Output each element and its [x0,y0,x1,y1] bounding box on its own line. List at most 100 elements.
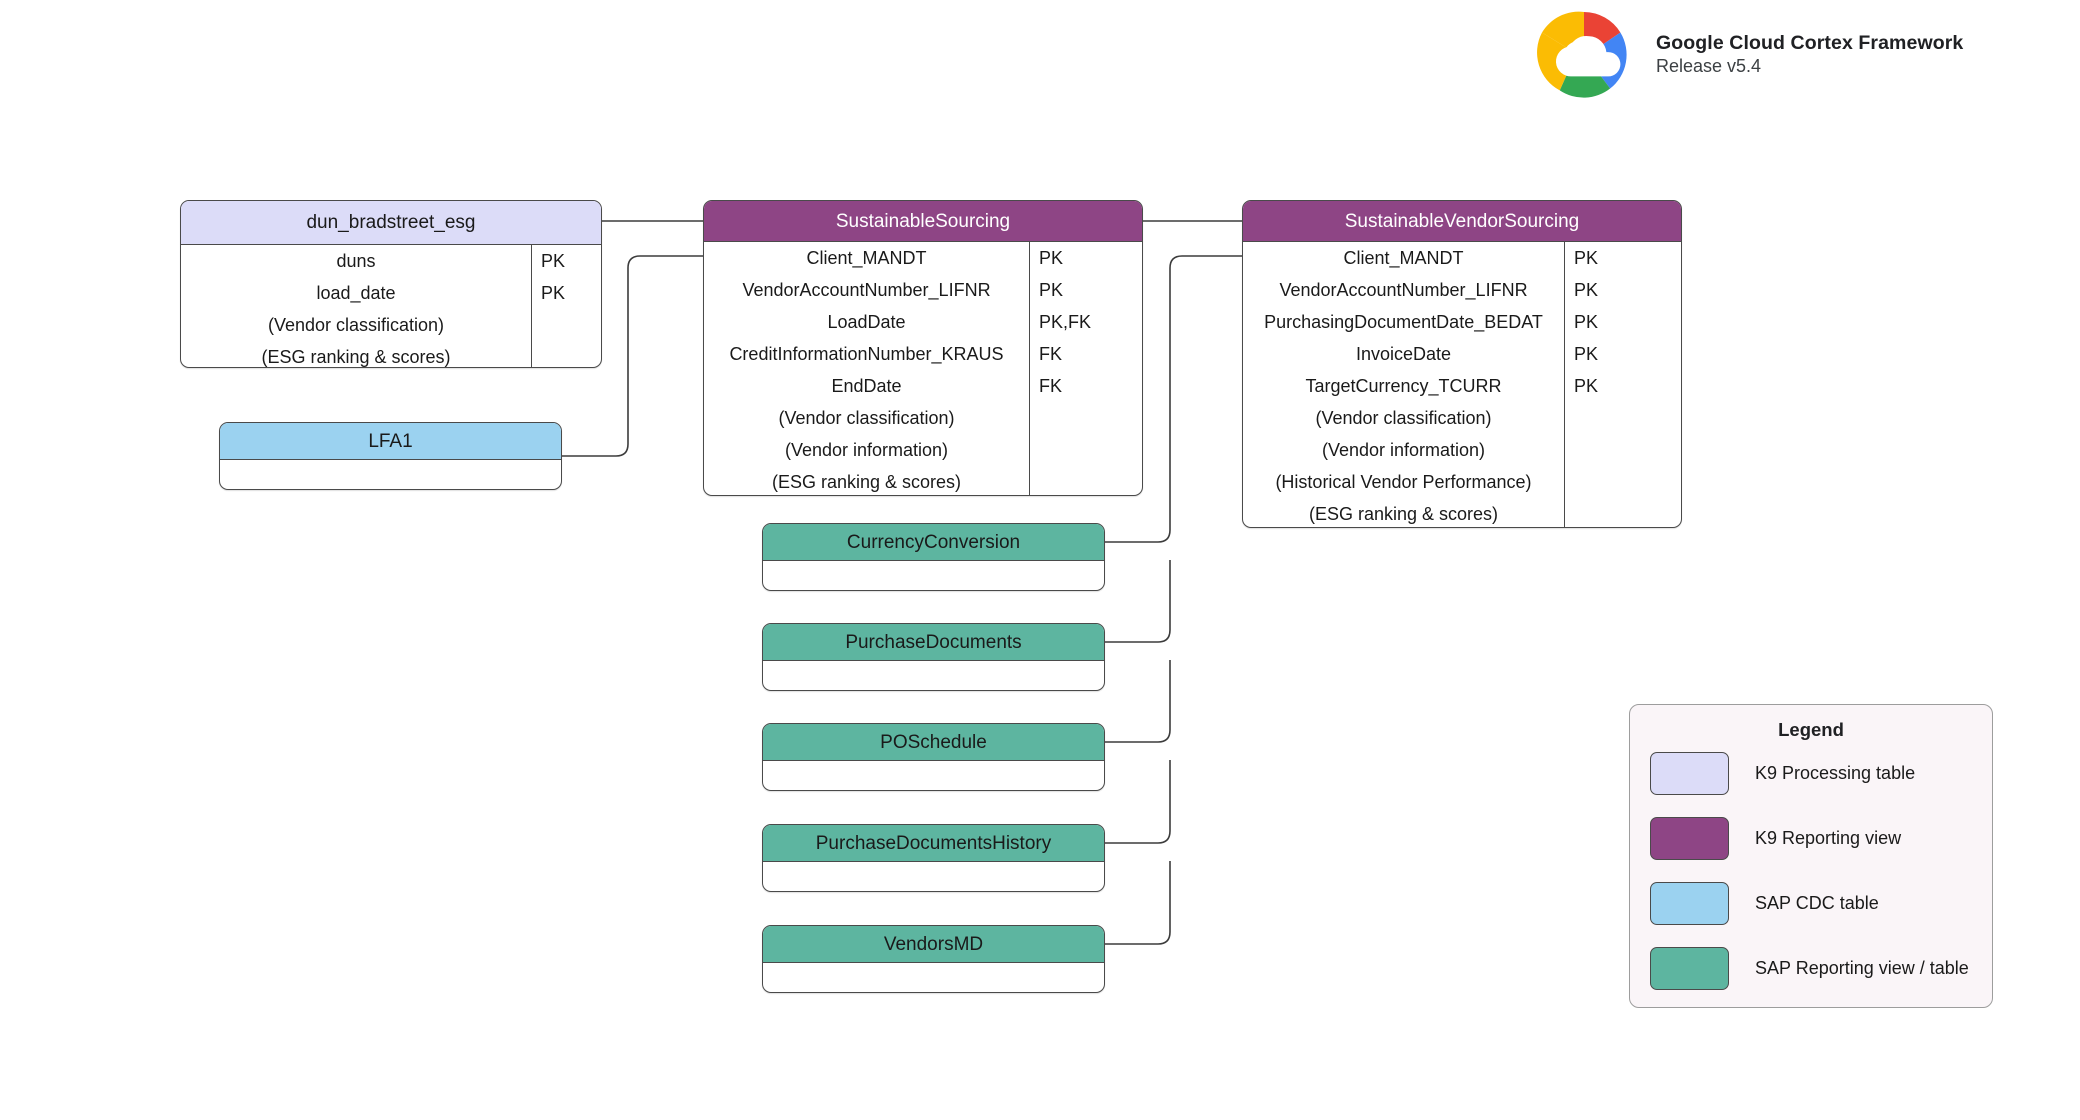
field-key [1565,402,1681,434]
entity-title-sustainable-vendor-sourcing: SustainableVendorSourcing [1243,201,1681,242]
entity-currency-conversion[interactable]: CurrencyConversion [762,523,1105,591]
legend-label: SAP Reporting view / table [1755,958,1969,978]
legend-item-sap-reporting: SAP Reporting view / table [1630,936,1992,1001]
field-name: PurchasingDocumentDate_BEDAT [1264,312,1543,332]
brand-release: Release v5.4 [1656,55,1762,76]
entity-title-vendors-md: VendorsMD [763,926,1104,963]
field-key [1030,402,1142,434]
legend-label: K9 Reporting view [1755,828,1902,848]
key-column-sustainable-vendor-sourcing: PK PK PK PK PK [1564,242,1681,527]
field-name: TargetCurrency_TCURR [1305,376,1502,396]
legend-label: SAP CDC table [1755,893,1879,913]
entity-title-purchase-documents-history: PurchaseDocumentsHistory [763,825,1104,862]
field-key: PK [541,283,566,303]
field-name: (Vendor classification) [778,408,955,428]
brand-header: Google Cloud Cortex Framework Release v5… [1528,8,1963,100]
field-key: PK,FK [1039,312,1092,332]
entity-title-lfa1: LFA1 [220,423,561,460]
field-key [1565,434,1681,466]
legend-swatch-k9-processing [1650,752,1729,795]
legend-swatch-sap-cdc [1650,882,1729,925]
entity-purchase-documents-history[interactable]: PurchaseDocumentsHistory [762,824,1105,892]
connector-vendors-md-to-sustainable-vendor-sourcing [1105,861,1171,945]
entity-body-sustainable-vendor-sourcing: Client_MANDT VendorAccountNumber_LIFNR Pur… [1243,242,1681,527]
field-name: VendorAccountNumber_LIFNR [742,280,991,300]
entity-title-po-schedule: POSchedule [763,724,1104,761]
brand-text-block: Google Cloud Cortex Framework Release v5… [1656,31,1963,78]
entity-title-dun-bradstreet-esg: dun_bradstreet_esg [181,201,601,245]
field-key: FK [1039,376,1063,396]
field-name: (ESG ranking & scores) [1308,504,1499,524]
field-key [1030,466,1142,495]
field-column-purchase-documents-history [763,862,1104,891]
entity-body-lfa1 [220,460,561,489]
entity-purchase-documents[interactable]: PurchaseDocuments [762,623,1105,691]
field-key: PK [1574,376,1599,396]
field-key: PK [1574,344,1599,364]
entity-po-schedule[interactable]: POSchedule [762,723,1105,791]
field-key: PK [541,251,566,271]
field-column-sustainable-vendor-sourcing: Client_MANDT VendorAccountNumber_LIFNR Pur… [1243,242,1564,527]
legend-item-sap-cdc: SAP CDC table [1630,871,1992,936]
field-name: VendorAccountNumber_LIFNR [1279,280,1528,300]
entity-title-sustainable-sourcing: SustainableSourcing [704,201,1142,242]
legend-item-k9-reporting: K9 Reporting view [1630,806,1992,871]
field-name: (Historical Vendor Performance) [1275,472,1532,492]
entity-body-po-schedule [763,761,1104,790]
legend-title: Legend [1778,719,1844,740]
field-name: load_date [316,283,396,303]
field-key [532,341,601,367]
field-name: EndDate [831,376,902,396]
field-key [532,309,601,341]
entity-body-purchase-documents [763,661,1104,690]
field-key: PK [1574,280,1599,300]
entity-title-currency-conversion: CurrencyConversion [763,524,1104,561]
field-name: Client_MANDT [1343,248,1464,268]
connector-purchase-documents-history-to-sustainable-vendor-sourcing [1105,760,1171,844]
legend-item-k9-processing: K9 Processing table [1630,741,1992,806]
field-column-currency-conversion [763,561,1104,590]
legend-swatch-sap-reporting [1650,947,1729,990]
legend-label: K9 Processing table [1755,763,1916,783]
field-key: PK [1574,248,1599,268]
google-cloud-logo [1537,11,1627,98]
key-column-dun-bradstreet-esg: PK PK [531,245,601,367]
field-key: FK [1039,344,1063,364]
field-column-po-schedule [763,761,1104,790]
field-name: Client_MANDT [806,248,927,268]
key-column-sustainable-sourcing: PK PK PK,FK FK FK [1029,242,1142,495]
field-name: (ESG ranking & scores) [261,347,451,367]
entity-body-currency-conversion [763,561,1104,590]
entity-vendors-md[interactable]: VendorsMD [762,925,1105,993]
field-key: PK [1039,248,1064,268]
entity-body-vendors-md [763,963,1104,992]
field-name: (Vendor classification) [1315,408,1492,428]
field-name: duns [336,251,376,271]
field-name: (Vendor information) [1321,440,1486,460]
entity-title-purchase-documents: PurchaseDocuments [763,624,1104,661]
legend-panel: Legend K9 Processing table K9 Reporting v… [1629,704,1993,1008]
field-name: InvoiceDate [1355,344,1452,364]
field-name: (ESG ranking & scores) [771,472,962,492]
field-key: PK [1039,280,1064,300]
connector-po-schedule-to-sustainable-vendor-sourcing [1105,660,1171,743]
field-key: PK [1574,312,1599,332]
field-name: CreditInformationNumber_KRAUS [729,344,1004,364]
connector-purchase-documents-to-sustainable-vendor-sourcing [1105,560,1171,643]
field-column-purchase-documents [763,661,1104,690]
entity-body-purchase-documents-history [763,862,1104,891]
brand-title: Google Cloud Cortex Framework [1656,31,1964,54]
entity-lfa1[interactable]: LFA1 [219,422,562,490]
field-column-vendors-md [763,963,1104,992]
legend-swatch-k9-reporting [1650,817,1729,860]
field-key [1565,498,1681,527]
